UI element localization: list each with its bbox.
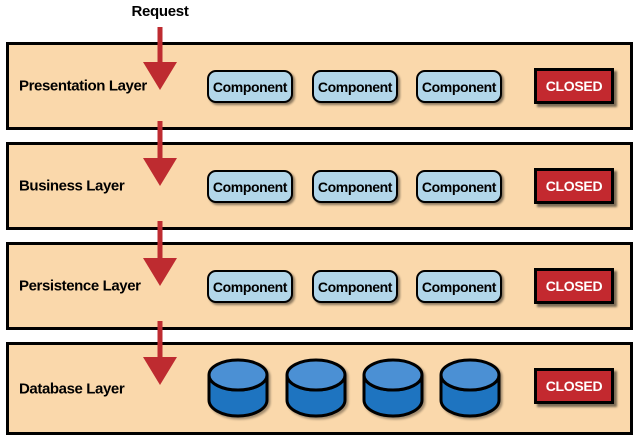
closed-status-box: CLOSED — [534, 368, 614, 404]
database-cylinder-icon — [362, 358, 424, 418]
component-box: Component — [207, 270, 293, 303]
component-box: Component — [416, 270, 502, 303]
layer-business: Business Layer Component Component Compo… — [6, 142, 633, 230]
component-box: Component — [312, 270, 398, 303]
closed-status-box: CLOSED — [534, 268, 614, 304]
layer-label: Presentation Layer — [19, 77, 147, 95]
layer-label: Persistence Layer — [19, 277, 141, 295]
database-cylinder-icon — [207, 358, 269, 418]
component-box: Component — [312, 170, 398, 203]
database-cylinder-icon — [285, 358, 347, 418]
component-box: Component — [207, 70, 293, 103]
request-label: Request — [131, 3, 189, 20]
closed-status-box: CLOSED — [534, 168, 614, 204]
layer-presentation: Presentation Layer Component Component C… — [6, 42, 633, 130]
database-cylinder-icon — [439, 358, 501, 418]
layer-persistence: Persistence Layer Component Component Co… — [6, 242, 633, 330]
component-box: Component — [416, 70, 502, 103]
layer-database: Database Layer CLOSED — [6, 342, 633, 435]
layer-label: Database Layer — [19, 380, 125, 397]
closed-status-box: CLOSED — [534, 68, 614, 104]
component-box: Component — [416, 170, 502, 203]
component-box: Component — [207, 170, 293, 203]
component-box: Component — [312, 70, 398, 103]
layer-label: Business Layer — [19, 177, 125, 195]
